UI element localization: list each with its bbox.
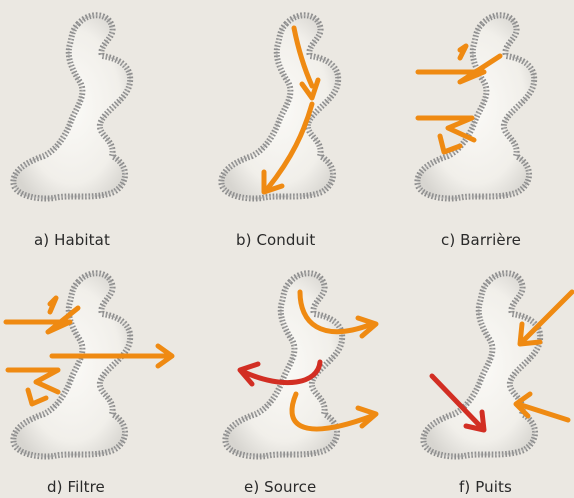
panel-conduit (221, 15, 338, 198)
habitat-patch (13, 15, 130, 198)
caption-habitat: a) Habitat (34, 231, 110, 249)
habitat-patch (13, 273, 130, 456)
caption-barriere: c) Barrière (441, 231, 521, 249)
filter-arrow-blocked-bottom (8, 370, 58, 404)
panel-filtre (6, 273, 172, 456)
panel-habitat (13, 15, 130, 198)
habitat-patch (417, 15, 534, 198)
caption-source: e) Source (244, 478, 316, 496)
caption-conduit: b) Conduit (236, 231, 315, 249)
caption-puits: f) Puits (459, 478, 512, 496)
panel-source (225, 273, 376, 456)
panel-barriere (417, 15, 534, 198)
caption-filtre: d) Filtre (47, 478, 105, 496)
panel-puits (423, 273, 572, 456)
